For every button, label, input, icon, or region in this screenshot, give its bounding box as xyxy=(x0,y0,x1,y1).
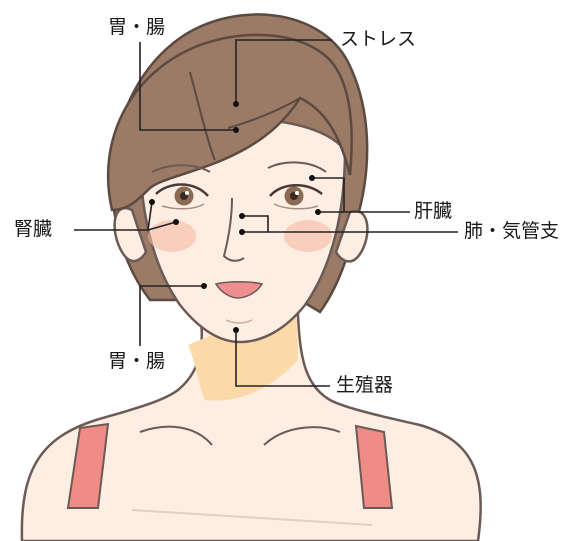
right-cheek xyxy=(284,220,332,252)
right-eye-lower xyxy=(273,203,319,210)
right-collarbone xyxy=(263,426,341,446)
right-ear xyxy=(334,209,369,263)
leader-forehead-top xyxy=(139,42,236,131)
lips xyxy=(214,281,264,299)
left-cheek xyxy=(148,220,196,252)
label-stress: ストレス xyxy=(340,28,417,50)
right-eyebrow xyxy=(267,161,327,173)
dot-lung-bottom xyxy=(239,229,245,235)
left-strap xyxy=(66,422,110,509)
leader-lines xyxy=(74,39,458,387)
label-kidney: 腎臓 xyxy=(14,218,53,240)
leader-stress xyxy=(235,39,332,104)
torso-crease xyxy=(131,509,373,526)
dot-stress xyxy=(233,101,239,107)
label-lung-bronchi: 肺・気管支 xyxy=(464,220,560,242)
label-liver: 肝臓 xyxy=(414,200,453,222)
label-reproductive-organs: 生殖器 xyxy=(336,374,394,396)
right-strap xyxy=(354,424,394,509)
marker-dots xyxy=(149,101,321,333)
dot-lung-top xyxy=(239,213,245,219)
leader-kidney-2 xyxy=(147,221,177,231)
label-stomach-intestine-mouth: 胃・腸 xyxy=(108,350,166,372)
hair-strand-2 xyxy=(189,71,216,161)
leader-lung xyxy=(242,215,458,233)
nose xyxy=(222,197,245,262)
right-eye-lid xyxy=(269,184,323,197)
label-stomach-intestine-top: 胃・腸 xyxy=(108,16,166,38)
dot-mouth xyxy=(201,283,207,289)
left-eye-lower xyxy=(161,203,205,210)
left-collarbone xyxy=(139,425,213,446)
dot-kidney-cheek xyxy=(173,219,179,225)
leader-mouth xyxy=(139,285,204,346)
dot-liver-cheek xyxy=(315,209,321,215)
dot-forehead xyxy=(233,127,239,133)
dot-kidney-eye xyxy=(149,199,155,205)
left-eyebrow xyxy=(151,164,211,173)
left-ear xyxy=(113,206,148,263)
dot-chin xyxy=(233,327,239,333)
leader-reproductive xyxy=(235,330,330,387)
dot-liver-eye xyxy=(309,175,315,181)
right-eye-highlight xyxy=(295,191,299,195)
hair-strand xyxy=(227,97,301,129)
chin-line xyxy=(225,319,253,324)
left-eye-highlight xyxy=(185,191,189,195)
leader-liver xyxy=(312,177,410,213)
left-eye-lid xyxy=(155,183,209,197)
